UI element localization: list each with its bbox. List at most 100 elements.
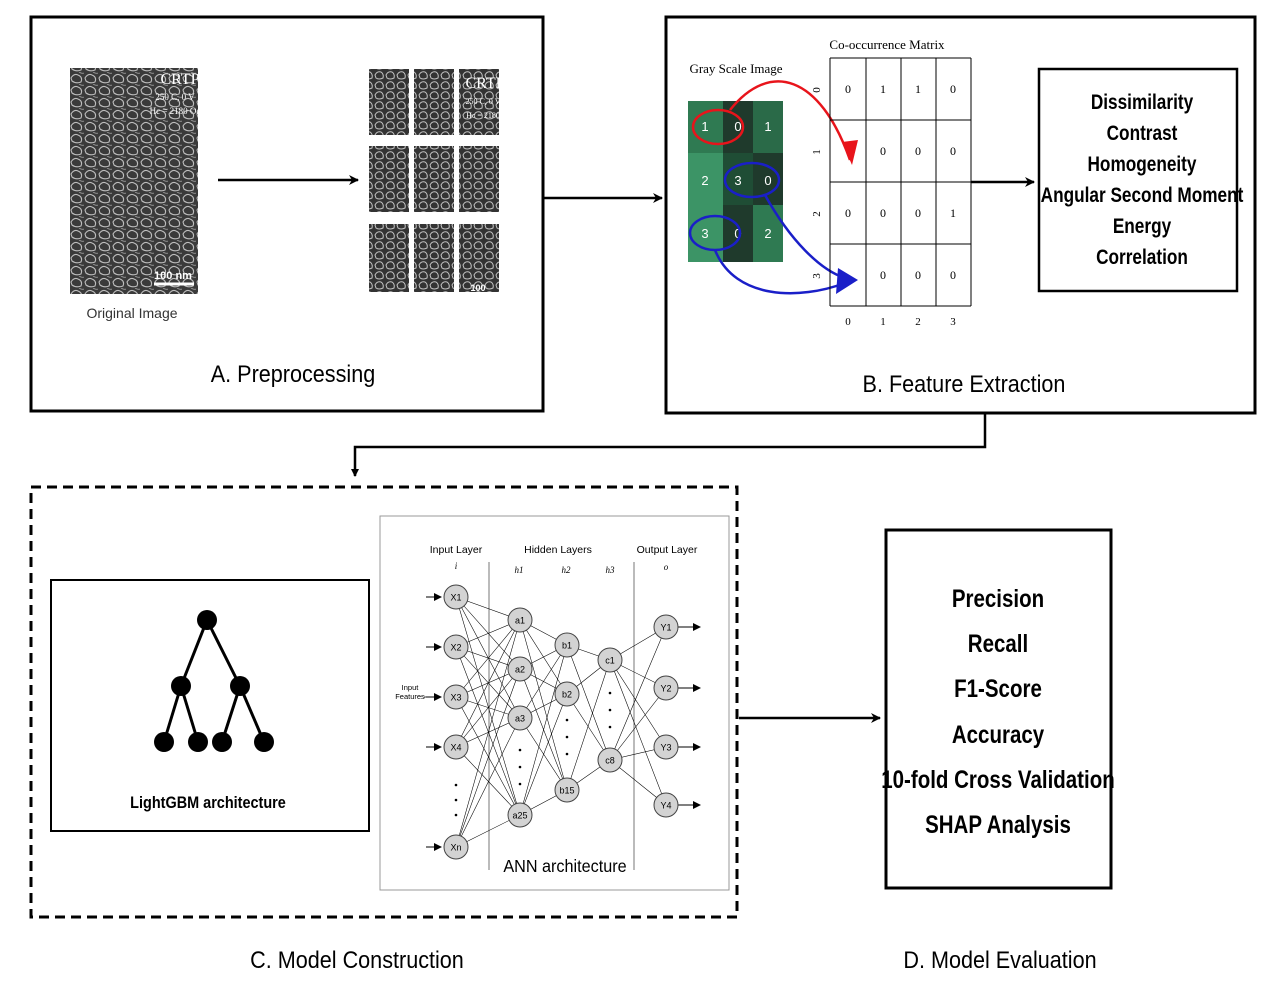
texture-feature-item: Contrast: [1107, 123, 1178, 146]
ann-connection: [455, 746, 521, 816]
ann-input-node: [443, 684, 469, 710]
blue-pair-highlight: [723, 161, 781, 199]
ann-input-node-label: X3: [450, 693, 461, 703]
ann-ellipsis-dot: [608, 725, 612, 729]
gray-cell: 0: [734, 119, 741, 134]
texture-feature-item: Correlation: [1096, 247, 1188, 270]
ann-ellipsis-dot: [565, 735, 569, 739]
ann-connection: [455, 646, 521, 719]
ann-hidden2-node: [554, 632, 580, 658]
gray-cell: 3: [701, 226, 708, 241]
ann-connection: [455, 668, 521, 848]
image-tile: [369, 224, 409, 292]
matrix-cell: 0: [950, 82, 956, 96]
ann-box: [379, 515, 730, 891]
input-features-label: Features: [395, 692, 425, 701]
ann-connection: [455, 619, 521, 848]
image-tile: [414, 224, 454, 292]
ann-ellipsis-dot: [454, 783, 458, 787]
scale-bar-label: 100 nm: [154, 270, 192, 282]
ann-hidden1-node: [507, 607, 533, 633]
cooccurrence-matrix: [829, 57, 972, 307]
ann-connection: [609, 659, 667, 748]
gray-scale-title: Gray Scale Image: [689, 61, 782, 76]
ann-output-node: [653, 792, 679, 818]
gray-cell: 3: [734, 173, 741, 188]
gray-cell: 1: [701, 119, 708, 134]
ann-connection: [455, 619, 521, 698]
blue-curve-arrow: [763, 194, 846, 280]
ann-connection: [455, 717, 521, 848]
metric-item: Precision: [952, 584, 1044, 612]
ann-input-node: [443, 584, 469, 610]
ann-connection: [455, 596, 521, 719]
ann-connection: [519, 644, 568, 816]
cooccurrence-title: Co-occurrence Matrix: [829, 37, 945, 52]
output-layer-symbol: o: [664, 562, 669, 572]
ann-hidden1-node-label: a2: [515, 665, 525, 675]
texture-feature-item: Dissimilarity: [1091, 92, 1194, 115]
red-curve-arrow: [729, 80, 852, 161]
ann-ellipsis-dot: [608, 691, 612, 695]
ann-connection: [609, 659, 667, 806]
ann-output-node: [653, 734, 679, 760]
hidden2-symbol: h2: [562, 565, 572, 575]
metric-item: Recall: [968, 629, 1028, 657]
ann-output-node-label: Y3: [660, 743, 671, 753]
hidden1-symbol: h1: [515, 565, 524, 575]
ann-hidden2-node: [554, 681, 580, 707]
feature-extraction-title: B. Feature Extraction: [863, 370, 1066, 397]
ann-hidden1-node-label: a1: [515, 616, 525, 626]
image-tile: [459, 146, 499, 212]
matrix-cell: 0: [880, 144, 886, 158]
ann-connection: [455, 646, 521, 816]
metric-item: SHAP Analysis: [925, 810, 1071, 838]
ann-input-node: [443, 634, 469, 660]
tile-sem-condition: 250 C, 0 V: [466, 97, 501, 106]
texture-feature-item: Energy: [1113, 216, 1172, 239]
matrix-row-label: 2: [811, 211, 823, 217]
model-evaluation-title: D. Model Evaluation: [903, 946, 1096, 973]
red-pair-highlight: [691, 108, 745, 146]
image-tile: [459, 224, 499, 292]
input-layer-label: Input Layer: [430, 544, 483, 556]
ann-ellipsis-dot: [518, 765, 522, 769]
tile-scale-bar-label: 100: [470, 283, 485, 293]
ann-ellipsis-dot: [518, 782, 522, 786]
matrix-cell: 0: [950, 268, 956, 282]
ann-connection: [455, 696, 521, 816]
matrix-cell: 0: [950, 144, 956, 158]
texture-features-box: [1037, 67, 1239, 293]
ann-input-node-label: Xn: [450, 843, 461, 853]
ann-hidden2-node-label: b15: [559, 786, 574, 796]
gray-cell: 1: [764, 119, 771, 134]
texture-feature-item: Angular Second Moment: [1041, 185, 1244, 208]
original-sem-image: CRTP 250 C, 0 V Hc = 2180 Oe 100 nm: [70, 68, 200, 294]
ann-connection: [519, 619, 568, 791]
hidden-layers-label: Hidden Layers: [524, 544, 592, 556]
matrix-col-label: 2: [915, 316, 921, 328]
image-tile: [369, 69, 409, 135]
metric-item: 10-fold Cross Validation: [881, 765, 1115, 793]
output-layer-label: Output Layer: [637, 544, 698, 556]
ann-ellipsis-dot: [454, 798, 458, 802]
matrix-col-label: 0: [845, 316, 851, 328]
matrix-cell: 0: [845, 82, 851, 96]
ann-hidden3-node: [597, 747, 623, 773]
ann-output-node: [653, 675, 679, 701]
lightgbm-label: LightGBM architecture: [130, 794, 286, 812]
blue-arrowhead: [836, 268, 858, 294]
matrix-cell: 0: [915, 144, 921, 158]
ann-ellipsis-dot: [565, 718, 569, 722]
matrix-cell: 0: [845, 206, 851, 220]
ann-hidden3-node-label: c8: [605, 756, 615, 766]
ann-connection: [566, 644, 611, 761]
matrix-cell: 1: [915, 82, 921, 96]
ann-hidden2-node-label: b1: [562, 641, 572, 651]
arrow-b-to-c: [351, 413, 987, 477]
matrix-row-label: 0: [811, 87, 823, 93]
ann-hidden1-node: [507, 802, 533, 828]
